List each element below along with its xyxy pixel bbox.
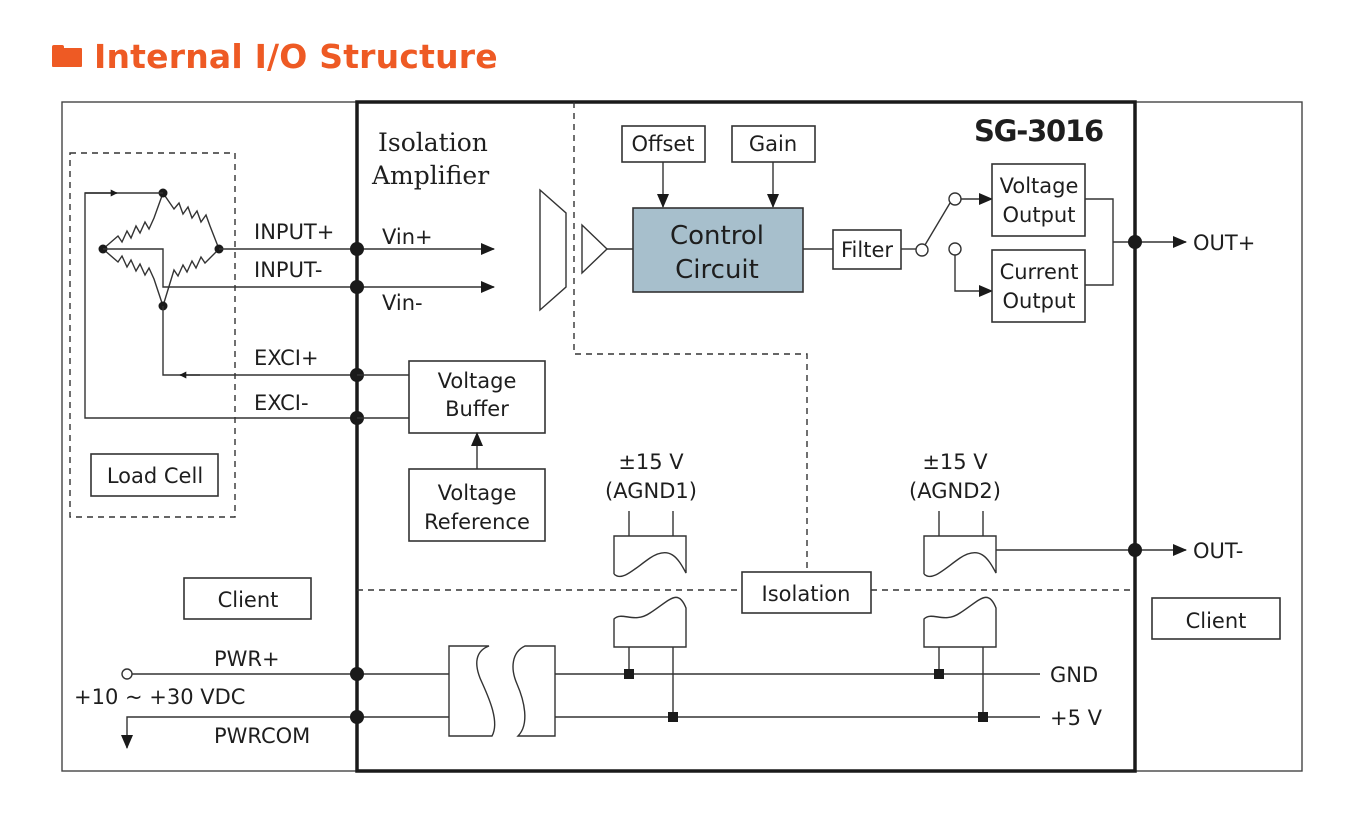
plus5v-label: +5 V [1050, 706, 1103, 730]
load-cell-label: Load Cell [107, 464, 203, 488]
switch-blade [924, 202, 951, 246]
control-circuit-label-line2: Circuit [675, 255, 759, 285]
dc-dc-converter-2 [923, 511, 997, 717]
resistor-top-left [102, 192, 164, 250]
exci-plus-label: EXCI+ [254, 346, 319, 370]
section-heading: Internal I/O Structure [52, 34, 498, 78]
gnd-junction-1 [624, 669, 634, 679]
voltage-reference-label-line1: Voltage [438, 481, 517, 505]
switch-voltage-contact [948, 192, 962, 206]
voltage-output-box [991, 163, 1086, 237]
pwrcom-wire [121, 716, 449, 749]
vin-plus-label: Vin+ [382, 225, 433, 249]
input-minus-label: INPUT- [254, 258, 322, 282]
control-circuit-box [632, 207, 804, 293]
isolation-box [741, 571, 872, 614]
input-plus-label: INPUT+ [254, 220, 334, 244]
model-label: SG-3016 [974, 114, 1103, 148]
plus5v-junction-2 [978, 712, 988, 722]
client-left-label: Client [218, 588, 279, 612]
section-title: Internal I/O Structure [94, 36, 498, 76]
client-right-label: Client [1186, 609, 1247, 633]
client-right-box [1151, 597, 1281, 640]
resistor-bottom-right [162, 248, 220, 307]
dc-dc-converter-1 [613, 511, 687, 717]
exci-plus-wire [162, 306, 357, 376]
supply2-ground-label: (AGND2) [909, 479, 1001, 503]
power-transformer-secondary [512, 645, 556, 737]
terminal-pwrcom [350, 710, 364, 724]
folder-icon-body [52, 48, 82, 67]
switch-current-contact [948, 242, 962, 256]
filter-label: Filter [841, 238, 893, 262]
isolation-label: Isolation [762, 582, 851, 606]
exci-minus-wire [84, 192, 357, 419]
client-left-box [183, 577, 312, 620]
converter2-primary [923, 596, 997, 648]
current-output-label-line2: Output [1003, 289, 1076, 313]
resistor-top-right [162, 192, 220, 250]
converter1-secondary [613, 535, 687, 578]
voltage-buffer-label-line1: Voltage [438, 369, 517, 393]
voltage-reference-label-line2: Reference [424, 510, 530, 534]
module-frame [355, 100, 1137, 773]
voltage-output-label-line1: Voltage [1000, 174, 1079, 198]
control-circuit-label-line1: Control [670, 221, 764, 251]
buffer-wires [357, 374, 409, 419]
current-output-box [991, 249, 1086, 323]
switch-common-contact [915, 243, 929, 257]
terminal-input-plus [350, 242, 364, 256]
terminal-pwr-plus [350, 667, 364, 681]
terminal-input-minus [350, 280, 364, 294]
switch-to-current-output [954, 255, 993, 297]
power-isolation-transformer [448, 645, 556, 737]
folder-icon [52, 45, 82, 67]
voltage-output-label-line2: Output [1003, 203, 1076, 227]
out-minus-label: OUT- [1193, 539, 1243, 563]
pwr-plus-label: PWR+ [214, 647, 280, 671]
offset-label: Offset [631, 132, 694, 156]
current-output-label-line1: Current [1000, 260, 1079, 284]
supply2-voltage-label: ±15 V [922, 450, 988, 474]
voltage-buffer-label-line2: Buffer [445, 397, 509, 421]
folder-icon-tab [52, 45, 64, 50]
voltage-reference-box [408, 468, 546, 542]
supply1-ground-label: (AGND1) [605, 479, 697, 503]
filter-box [832, 229, 902, 270]
output-merge-wire [1085, 198, 1135, 286]
isolation-amplifier-label-line1: Isolation [378, 128, 488, 157]
terminal-out-minus [1128, 543, 1142, 557]
exci-minus-label: EXCI- [254, 391, 309, 415]
amplifier-triangle [581, 223, 609, 275]
isolation-barrier-upper [573, 102, 808, 572]
isolation-transformer-input [539, 188, 567, 312]
pwr-plus-terminal-open [121, 668, 133, 680]
gain-box [731, 125, 816, 163]
resistor-bottom-left [102, 248, 164, 307]
gain-label: Gain [749, 132, 797, 156]
terminal-out-plus [1128, 235, 1142, 249]
load-cell-label-box [90, 453, 219, 497]
load-cell-boundary [69, 152, 236, 518]
out-plus-label: OUT+ [1193, 231, 1255, 255]
power-transformer-primary [448, 645, 496, 737]
pwr-range-label: +10 ~ +30 VDC [74, 685, 245, 709]
converter1-primary [613, 596, 687, 648]
gnd-junction-2 [934, 669, 944, 679]
gnd-label: GND [1050, 663, 1098, 687]
input-minus-wire [103, 248, 495, 293]
converter2-secondary [923, 535, 997, 578]
supply1-voltage-label: ±15 V [618, 450, 684, 474]
vin-minus-label: Vin- [382, 291, 423, 315]
pwrcom-label: PWRCOM [214, 724, 310, 748]
isolation-amplifier-label-line2: Amplifier [371, 161, 489, 190]
voltage-buffer-box [408, 360, 546, 434]
plus5v-junction-1 [668, 712, 678, 722]
